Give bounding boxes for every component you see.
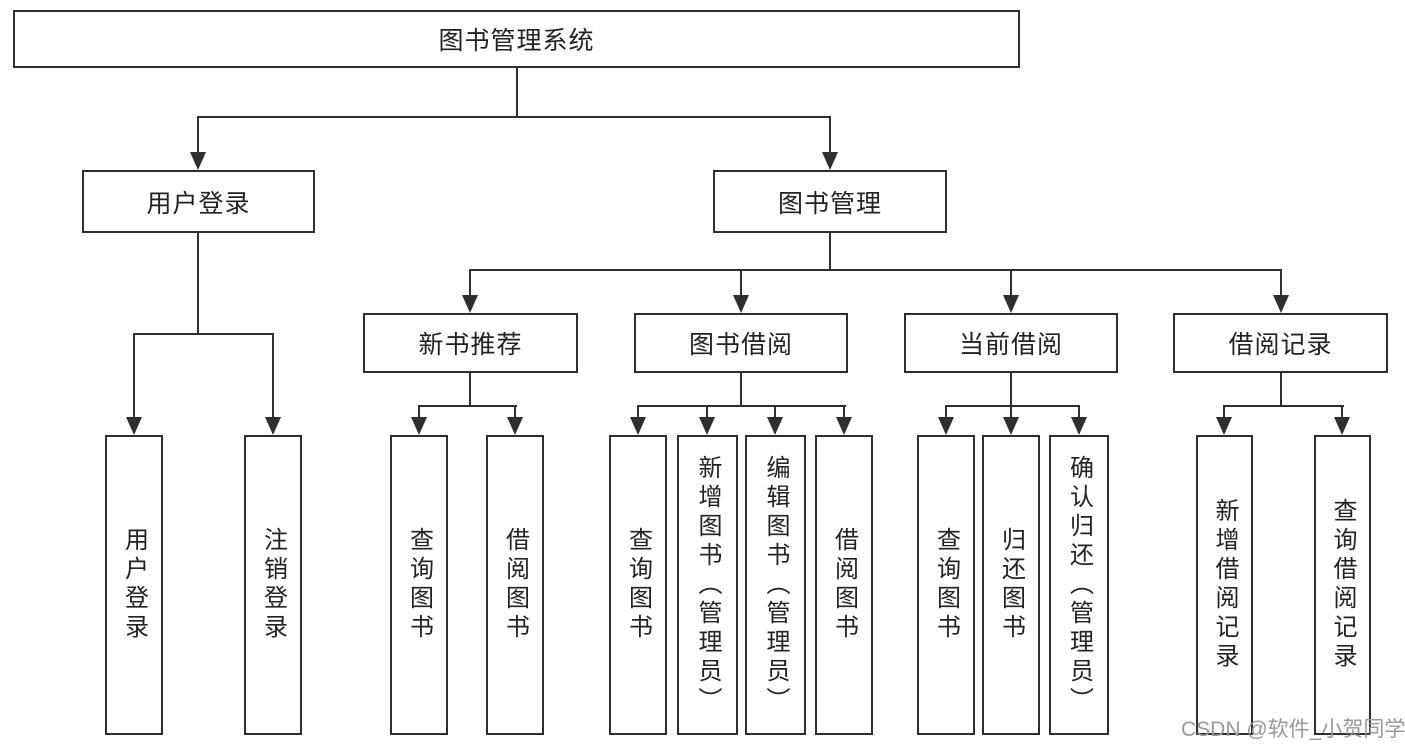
- connector-line: [469, 373, 471, 407]
- connector-line: [945, 405, 1080, 407]
- connector-arrowhead: [411, 417, 427, 435]
- connector-line: [272, 333, 274, 417]
- connector-arrowhead: [767, 417, 783, 435]
- leaf-borrow-books: 借阅图书: [815, 435, 873, 735]
- connector-line: [740, 373, 742, 407]
- connector-arrowhead: [630, 417, 646, 435]
- leaf-query-books-current: 查询图书: [917, 435, 975, 735]
- connector-line: [774, 405, 776, 419]
- node-book-management: 图书管理: [713, 170, 947, 233]
- leaf-user-login: 用户登录: [105, 435, 163, 735]
- connector-line: [1280, 269, 1282, 295]
- connector-line: [133, 333, 135, 417]
- connector-arrowhead: [1273, 295, 1289, 313]
- leaf-query-books-borrow: 查询图书: [609, 435, 667, 735]
- node-user-login: 用户登录: [82, 170, 315, 233]
- connector-line: [133, 333, 274, 335]
- connector-line: [197, 116, 199, 154]
- connector-line: [637, 405, 639, 419]
- connector-line: [197, 116, 831, 118]
- csdn-watermark: CSDN @软件_小贺同学: [1181, 718, 1405, 741]
- connector-line: [469, 269, 471, 295]
- connector-arrowhead: [1334, 417, 1350, 435]
- connector-line: [1010, 373, 1012, 407]
- connector-arrowhead: [836, 417, 852, 435]
- connector-line: [843, 405, 845, 419]
- node-library-management-system: 图书管理系统: [13, 10, 1020, 68]
- connector-arrowhead: [265, 417, 281, 435]
- leaf-logout: 注销登录: [244, 435, 302, 735]
- leaf-borrow-books-recommend: 借阅图书: [486, 435, 544, 735]
- leaf-edit-books-admin: 编辑图书（管理员）: [745, 435, 806, 735]
- connector-arrowhead: [126, 417, 142, 435]
- connector-line: [469, 269, 1282, 271]
- connector-line: [706, 405, 708, 419]
- connector-arrowhead: [699, 417, 715, 435]
- connector-line: [197, 233, 199, 335]
- connector-line: [829, 116, 831, 154]
- node-borrowing-records: 借阅记录: [1173, 313, 1388, 373]
- leaf-query-books-recommend: 查询图书: [390, 435, 448, 735]
- connector-line: [1078, 405, 1080, 419]
- connector-line: [1010, 405, 1012, 419]
- connector-arrowhead: [938, 417, 954, 435]
- connector-line: [829, 233, 831, 271]
- leaf-query-borrow-record: 查询借阅记录: [1314, 435, 1371, 735]
- node-current-borrowing: 当前借阅: [904, 313, 1118, 373]
- connector-arrowhead: [190, 152, 206, 170]
- connector-line: [1341, 405, 1343, 419]
- connector-arrowhead: [733, 295, 749, 313]
- connector-line: [945, 405, 947, 419]
- connector-arrowhead: [1216, 417, 1232, 435]
- connector-arrowhead: [507, 417, 523, 435]
- connector-line: [740, 269, 742, 295]
- node-book-borrowing: 图书借阅: [634, 313, 848, 373]
- connector-line: [418, 405, 420, 419]
- connector-arrowhead: [1003, 417, 1019, 435]
- node-new-book-recommendation: 新书推荐: [363, 313, 578, 373]
- leaf-confirm-return-admin: 确认归还（管理员）: [1049, 435, 1109, 735]
- connector-line: [514, 405, 516, 419]
- leaf-return-books: 归还图书: [982, 435, 1040, 735]
- connector-line: [1223, 405, 1225, 419]
- leaf-add-borrow-record: 新增借阅记录: [1196, 435, 1253, 735]
- connector-arrowhead: [1071, 417, 1087, 435]
- connector-line: [1223, 405, 1344, 407]
- connector-line: [1280, 373, 1282, 407]
- connector-line: [418, 405, 517, 407]
- connector-arrowhead: [822, 152, 838, 170]
- connector-arrowhead: [1003, 295, 1019, 313]
- connector-arrowhead: [462, 295, 478, 313]
- connector-line: [1010, 269, 1012, 295]
- connector-line: [516, 68, 518, 118]
- connector-line: [637, 405, 846, 407]
- leaf-add-books-admin: 新增图书（管理员）: [677, 435, 738, 735]
